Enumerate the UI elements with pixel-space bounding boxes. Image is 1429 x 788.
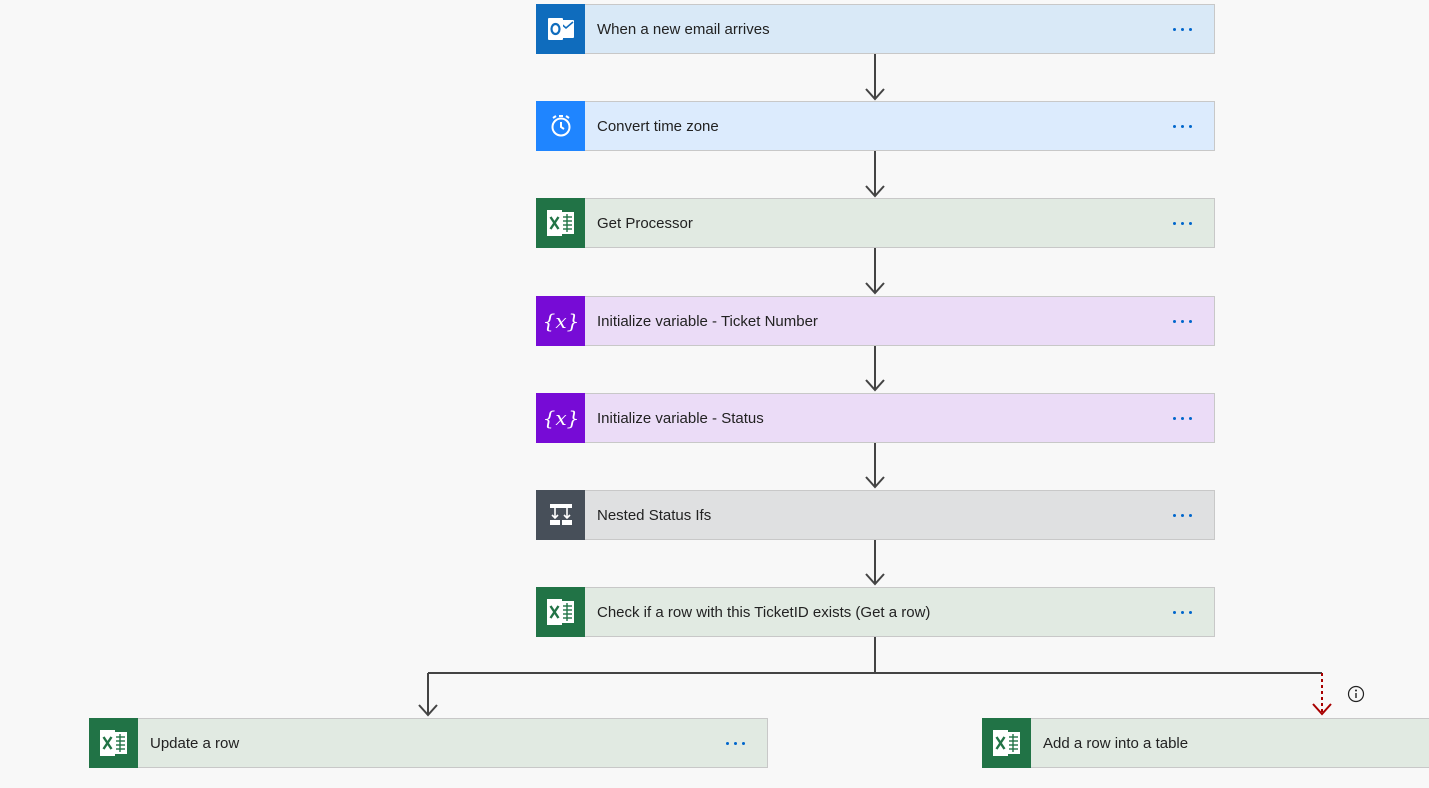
ellipsis-icon <box>1172 124 1192 128</box>
step-card-convert-time-zone[interactable]: Convert time zone <box>536 100 1215 151</box>
step-title: Convert time zone <box>597 117 719 135</box>
step-title: When a new email arrives <box>597 20 770 38</box>
more-options-button[interactable] <box>1162 306 1202 336</box>
step-title: Initialize variable - Status <box>597 409 764 427</box>
variable-icon: {x} <box>536 295 585 346</box>
step-title: Get Processor <box>597 214 693 232</box>
ellipsis-icon <box>1172 221 1192 225</box>
more-options-button[interactable] <box>1162 208 1202 238</box>
branch-card-update-row[interactable]: Update a row <box>89 717 768 768</box>
step-title: Nested Status Ifs <box>597 506 712 524</box>
svg-text:{x}: {x} <box>542 406 579 430</box>
more-options-button[interactable] <box>1162 111 1202 141</box>
alarm-clock-icon <box>536 100 585 151</box>
variable-icon: {x} <box>536 392 585 443</box>
info-icon[interactable] <box>1347 685 1365 703</box>
more-options-button[interactable] <box>1162 500 1202 530</box>
step-title: Initialize variable - Ticket Number <box>597 312 818 330</box>
more-options-button[interactable] <box>1162 597 1202 627</box>
excel-icon <box>89 717 138 768</box>
ellipsis-icon <box>1172 610 1192 614</box>
outlook-icon <box>536 3 585 54</box>
ellipsis-icon <box>1172 513 1192 517</box>
ellipsis-icon <box>1172 27 1192 31</box>
ellipsis-icon <box>725 741 745 745</box>
excel-icon <box>536 197 585 248</box>
step-card-init-variable-ticket-number[interactable]: {x} Initialize variable - Ticket Number <box>536 295 1215 346</box>
more-options-button[interactable] <box>1162 403 1202 433</box>
branch-card-add-row[interactable]: Add a row into a table <box>982 717 1429 768</box>
step-card-check-row-exists[interactable]: Check if a row with this TicketID exists… <box>536 586 1215 637</box>
step-title: Add a row into a table <box>1043 734 1189 752</box>
step-card-nested-status-ifs[interactable]: Nested Status Ifs <box>536 489 1215 540</box>
scope-icon <box>536 489 585 540</box>
step-card-get-processor[interactable]: Get Processor <box>536 197 1215 248</box>
step-card-init-variable-status[interactable]: {x} Initialize variable - Status <box>536 392 1215 443</box>
ellipsis-icon <box>1172 416 1192 420</box>
step-title: Update a row <box>150 734 240 752</box>
svg-text:{x}: {x} <box>542 309 579 333</box>
step-card-when-new-email[interactable]: When a new email arrives <box>536 3 1215 54</box>
more-options-button[interactable] <box>715 728 755 758</box>
excel-icon <box>536 586 585 637</box>
ellipsis-icon <box>1172 319 1192 323</box>
step-title: Check if a row with this TicketID exists… <box>597 603 931 621</box>
more-options-button[interactable] <box>1162 14 1202 44</box>
excel-icon <box>982 717 1031 768</box>
